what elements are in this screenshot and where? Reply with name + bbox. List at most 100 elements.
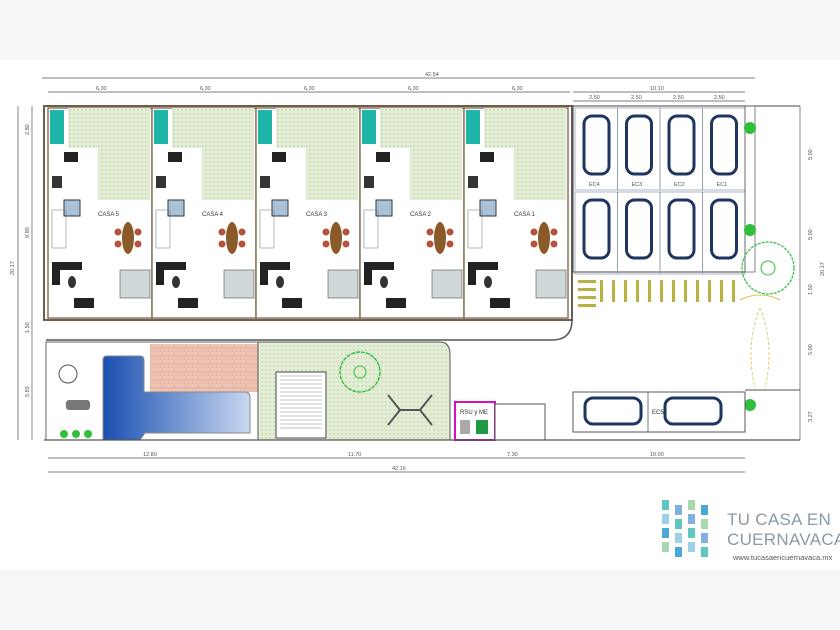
chair-icon	[134, 228, 142, 236]
chair-icon	[218, 240, 226, 248]
car-icon	[625, 114, 653, 176]
sofa-icon	[364, 262, 394, 285]
umbrella-icon	[58, 364, 78, 384]
patio	[484, 108, 514, 148]
logo-tile	[675, 505, 682, 515]
gate-door	[739, 294, 781, 301]
logo-tile	[701, 533, 708, 543]
dim-house-5: 6.30	[96, 86, 107, 92]
chair-icon	[426, 228, 434, 236]
swimming-pool	[102, 355, 251, 441]
dim-right: 5.00	[808, 149, 814, 160]
floor-plan-sheet: 42.54 6.30 6.30 6.30 6.30 6.30 10.10 2.5…	[0, 60, 840, 570]
logo-line2: CUERNAVACA	[727, 530, 840, 549]
dim-house-4: 6.30	[200, 86, 211, 92]
top-dimensions: 42.54 6.30 6.30 6.30 6.30 6.30 10.10 2.5…	[42, 72, 755, 102]
stove-icon	[272, 152, 286, 162]
floor-plan: 42.54 6.30 6.30 6.30 6.30 6.30 10.10 2.5…	[10, 72, 826, 557]
parking-label: EC2	[674, 182, 685, 188]
car-icon	[667, 114, 696, 176]
coffee-table-icon	[172, 276, 180, 288]
dim-right: 5.00	[808, 344, 814, 355]
dim-bottom: 11.70	[348, 452, 361, 458]
bathroom-fixture	[50, 110, 64, 144]
sink-icon	[479, 199, 497, 217]
house-label: CASA 2	[410, 212, 432, 218]
bathroom-fixture	[466, 110, 480, 144]
fridge-icon	[156, 176, 166, 188]
chair-icon	[530, 240, 538, 248]
house-label: CASA 4	[202, 212, 224, 218]
logo-url: www.tucasaencuernavaca.mx	[733, 553, 833, 562]
sofa-icon	[468, 262, 498, 285]
chair-icon	[446, 228, 454, 236]
dim-right: 3.27	[808, 411, 814, 422]
chair-icon	[550, 240, 558, 248]
coffee-table-icon	[484, 276, 492, 288]
stove-icon	[480, 152, 494, 162]
fridge-icon	[468, 176, 478, 188]
lounge-chair-icon	[66, 400, 90, 410]
logo-tile	[662, 500, 669, 510]
fridge-icon	[52, 176, 62, 188]
armchair-icon	[178, 298, 198, 308]
parking-label: EC3	[632, 182, 643, 188]
bin-icon	[460, 420, 470, 434]
fridge-icon	[364, 176, 374, 188]
dim-parking-cell: 2.50	[714, 95, 725, 101]
bathroom	[223, 269, 255, 299]
logo-tile	[701, 547, 708, 557]
car-icon	[710, 198, 738, 260]
logo-tile	[688, 514, 695, 524]
car-icon	[583, 396, 643, 426]
logo-tile	[701, 505, 708, 515]
bathroom-fixture	[362, 110, 376, 144]
right-dimensions: 5.00 5.00 1.50 5.00 3.27 20.17	[799, 106, 826, 440]
tree-icon	[339, 351, 381, 393]
parking-label: EC1	[717, 182, 728, 188]
car-icon	[582, 114, 611, 176]
dim-overall-top: 42.54	[425, 72, 439, 78]
bathroom-fixture	[154, 110, 168, 144]
bathroom	[431, 269, 463, 299]
crosswalk-stripe	[578, 288, 596, 291]
logo-tile	[675, 519, 682, 529]
dining-table-icon	[122, 222, 134, 254]
patio	[202, 108, 254, 200]
car-icon	[710, 114, 738, 176]
crosswalk-stripe	[648, 280, 651, 302]
armchair-icon	[282, 298, 302, 308]
logo-tile	[688, 528, 695, 538]
bin-icon	[476, 420, 488, 434]
crosswalk-stripe	[612, 280, 615, 302]
logo-tile	[675, 547, 682, 557]
dim-parking-cell: 2.50	[631, 95, 642, 101]
bathroom	[535, 269, 567, 299]
logo-tile	[662, 514, 669, 524]
dim-house-1: 6.30	[512, 86, 523, 92]
chair-icon	[238, 228, 246, 236]
logo-tile	[701, 519, 708, 529]
dim-right: 5.00	[808, 229, 814, 240]
armchair-icon	[386, 298, 406, 308]
stairs-icon	[51, 209, 67, 249]
dim-overall-right: 20.17	[820, 262, 826, 276]
dim-left: 5.83	[25, 386, 31, 397]
car-icon	[667, 198, 696, 260]
car-icon	[625, 198, 653, 260]
dim-bottom: 10.00	[650, 452, 664, 458]
patio	[68, 108, 98, 148]
coffee-table-icon	[380, 276, 388, 288]
tree-icon	[741, 241, 795, 295]
house-label: CASA 5	[98, 212, 120, 218]
chair-icon	[342, 228, 350, 236]
armchair-icon	[74, 298, 94, 308]
coffee-table-icon	[68, 276, 76, 288]
crosswalk-stripe	[684, 280, 687, 302]
logo-tile	[662, 528, 669, 538]
patio	[514, 108, 566, 200]
house-label: CASA 1	[514, 212, 536, 218]
dim-right: 1.50	[808, 284, 814, 295]
car-icon	[582, 198, 611, 260]
